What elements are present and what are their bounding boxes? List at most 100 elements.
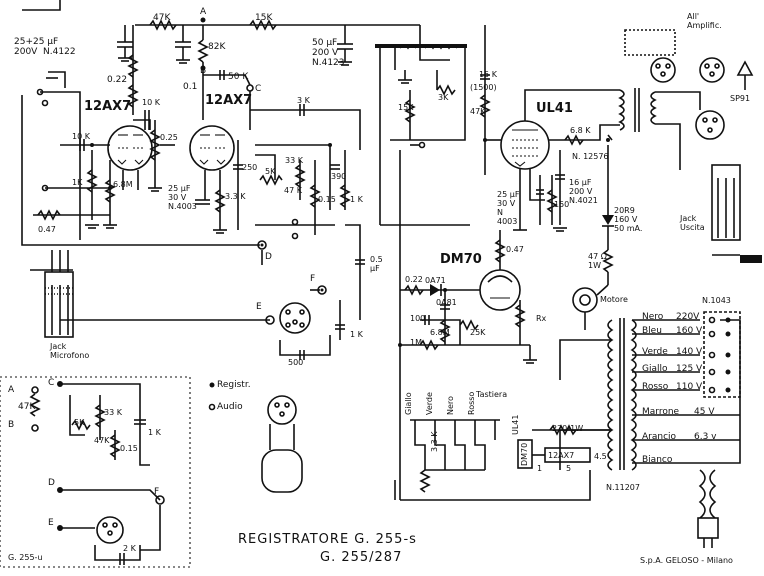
output-stage	[375, 25, 491, 500]
tube-label-4: DM70	[440, 252, 482, 267]
heater-12ax7: 12AX7	[548, 451, 575, 460]
label-c16: 16 μF 200 V N.4021	[569, 178, 598, 205]
box-node-e: E	[48, 518, 54, 528]
label-c022: 0.22	[405, 275, 423, 284]
label-c50uf: 50 μF 200 V N.4123	[312, 38, 345, 68]
trafo-tap-color: Bianco	[642, 455, 673, 465]
capacitor-50uf	[337, 25, 353, 66]
label-tastiera: Tastiera	[476, 390, 508, 399]
label-r10k-b: 10 K	[72, 132, 90, 141]
trafo-tap-voltage: 45 V	[694, 407, 715, 417]
volume-pot	[148, 120, 175, 192]
trafo-tap-voltage: 160 V	[676, 326, 703, 336]
label-r3k: 3 K	[297, 96, 310, 105]
tube-dm70	[400, 230, 537, 364]
label-r025: 0.25	[160, 133, 178, 142]
label-n12576: N. 12576	[572, 152, 609, 161]
label-r022a: 0.22	[107, 75, 128, 85]
label-all-ampl: All' Amplific.	[687, 12, 722, 30]
box-node-d: D	[48, 478, 55, 488]
label-r220: 220-1W	[552, 424, 584, 433]
label-r50k: 50 K	[228, 72, 249, 82]
label-r47-1w: 47 Ω 1W	[588, 252, 607, 270]
label-c1500: (1500)	[470, 83, 497, 92]
keyboard-key-label: Nero	[446, 396, 455, 415]
heater-chain	[517, 424, 612, 469]
label-r47k-a: 47 K	[284, 186, 302, 195]
label-motore: Motore	[600, 295, 628, 304]
label-r33k-a: 33 K	[285, 156, 303, 165]
heater-p3: 4.5	[594, 452, 607, 461]
label-r15k-c: 15 K	[479, 70, 497, 79]
label-r250: 250	[242, 163, 258, 172]
box-r1k: 1 K	[148, 428, 161, 437]
label-r047b: 0.47	[506, 245, 524, 254]
trafo-tap-color: Arancio	[642, 432, 677, 442]
trafo-tap-color: Marrone	[642, 407, 680, 417]
detail-box	[0, 376, 191, 568]
label-r390: 390	[331, 172, 347, 181]
trafo-tap-voltage: 110 V	[676, 382, 703, 392]
zener-motor	[572, 145, 614, 330]
trafo-tap-color: Rosso	[642, 382, 669, 392]
heater-p2: 5	[566, 464, 572, 473]
tube-12ax7-2	[189, 125, 243, 234]
registr-audio-socket	[208, 382, 303, 493]
label-registr: Registr.	[217, 380, 251, 390]
label-jack-micro: Jack Microfono	[50, 342, 90, 360]
label-c500: 500	[288, 358, 304, 367]
label-r47k-top: 47K	[153, 13, 171, 23]
node-d: D	[265, 252, 272, 262]
box-node-f: F	[154, 487, 160, 497]
label-sp91: SP91	[730, 94, 751, 103]
keyboard-key-label: Verde	[425, 392, 434, 415]
din-socket-e	[60, 224, 365, 360]
title-line1: REGISTRATORE G. 255-s	[238, 532, 417, 547]
label-r68m: 6.8M	[113, 180, 133, 189]
keyboard-key-label: Rosso	[467, 391, 476, 415]
capacitor-25-25uf	[117, 25, 191, 64]
label-c05: 0.5 μF	[370, 255, 383, 273]
trafo-tap-voltage: 125 V	[676, 364, 703, 374]
tube-ul41	[485, 89, 620, 232]
trafo-tap-color: Bleu	[642, 326, 662, 336]
trafo-tap-color: Verde	[642, 347, 668, 357]
trafo-tap-color: Nero	[642, 312, 664, 322]
trafo-tap-voltage: 220V	[676, 312, 700, 322]
node-c: C	[255, 84, 262, 94]
trafo-tap-voltage: 140 V	[676, 347, 703, 357]
label-r3k-b: 3K	[438, 93, 449, 102]
box-node-c: C	[48, 378, 55, 388]
label-d2: 0A81	[436, 298, 457, 307]
box-node-a: A	[8, 385, 15, 395]
label-r1m: 1M	[410, 338, 422, 347]
label-r150: 150	[554, 200, 570, 209]
label-r47k-b: 47K	[470, 107, 486, 116]
label-r5k: 5K	[265, 167, 276, 176]
keyboard-switches	[394, 419, 500, 500]
tube-label-1: 12AX7	[84, 99, 132, 114]
label-n11207: N.11207	[606, 483, 640, 492]
label-r68m-b: 6.8M	[430, 328, 450, 337]
heater-dm70: DM70	[520, 442, 529, 466]
heater-ul41: UL41	[511, 414, 520, 436]
node-e: E	[256, 302, 262, 312]
box-r47k-s: 47K	[94, 436, 110, 445]
label-c100: 100	[410, 314, 426, 323]
maker-credit: S.p.A. GELOSO - Milano	[640, 556, 733, 565]
label-jack-uscita: Jack Uscita	[680, 214, 705, 232]
box-node-b: B	[8, 420, 15, 430]
mid-network	[120, 104, 361, 265]
box-r2k: 2 K	[123, 544, 136, 553]
box-r33k: 33 K	[104, 408, 122, 417]
input-switch	[21, 71, 120, 246]
keyboard-key-label: Giallo	[404, 392, 413, 415]
label-r15k-b: 15K	[398, 103, 414, 112]
label-r33k-b: 3.3 K	[430, 431, 439, 452]
junction-dots	[90, 138, 610, 347]
box-r47k: 47K	[18, 402, 36, 412]
ht-rail	[22, 0, 450, 61]
label-r01: 0.1	[183, 82, 198, 92]
label-n1043: N.1043	[702, 296, 731, 305]
